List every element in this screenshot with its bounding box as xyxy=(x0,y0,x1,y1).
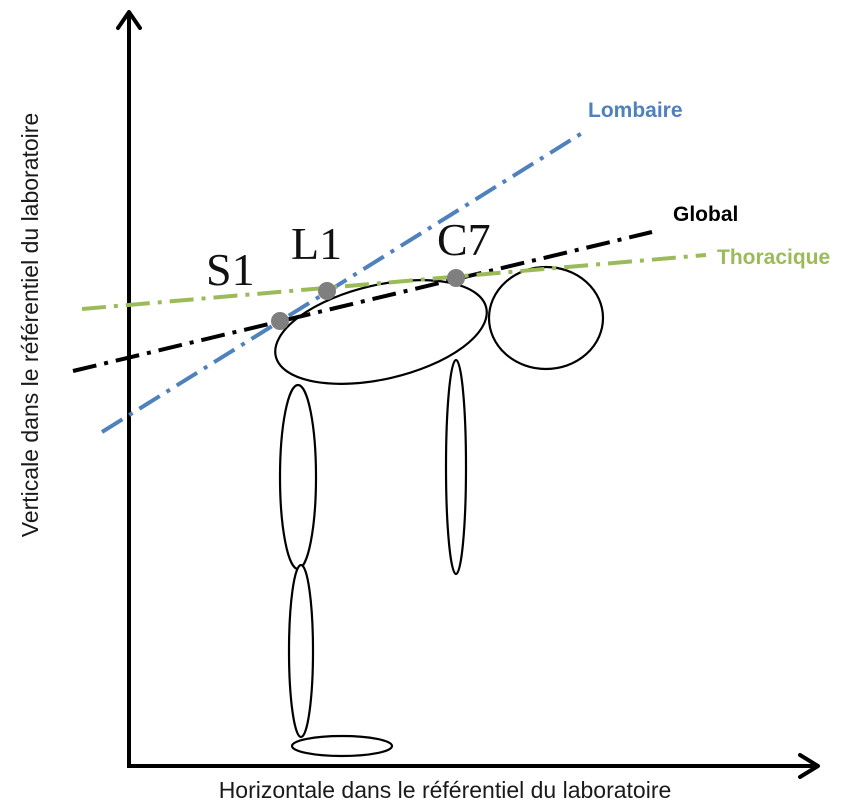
x-axis-arrowhead xyxy=(798,753,820,779)
y-axis-label: Verticale dans le référentiel du laborat… xyxy=(17,113,43,537)
stick-figure xyxy=(274,265,605,758)
thoracique-label: Thoracique xyxy=(717,246,830,269)
c7-marker xyxy=(447,269,465,287)
y-axis-arrowhead xyxy=(116,10,142,30)
s1-label: S1 xyxy=(206,244,255,295)
lombaire-line xyxy=(100,128,589,434)
thoracique-line xyxy=(81,253,707,311)
figure-trunk xyxy=(274,279,488,385)
axes xyxy=(116,10,820,779)
x-axis-label: Horizontale dans le référentiel du labor… xyxy=(219,777,672,803)
figure-head xyxy=(487,265,605,371)
l1-label: L1 xyxy=(291,218,342,269)
l1-marker xyxy=(318,282,336,300)
global-label: Global xyxy=(673,203,738,226)
reference-lines xyxy=(72,128,707,434)
c7-label: C7 xyxy=(437,214,491,265)
s1-marker xyxy=(271,312,289,330)
lombaire-label: Lombaire xyxy=(588,99,683,122)
figure-arm xyxy=(444,358,468,576)
vertebra-markers xyxy=(271,269,465,330)
figure-shin xyxy=(287,563,315,739)
figure-thigh xyxy=(278,383,318,571)
figure-foot xyxy=(290,734,394,758)
global-line xyxy=(72,230,653,373)
